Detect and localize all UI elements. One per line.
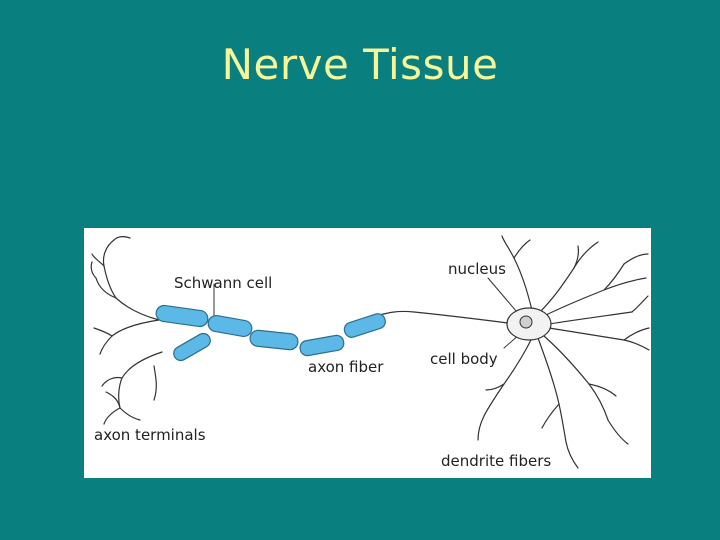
myelin-sheath (155, 304, 386, 362)
axon-fiber-line (375, 310, 517, 325)
axon-terminals-label: axon terminals (94, 426, 206, 444)
dendrite-fibers-label: dendrite fibers (441, 452, 552, 470)
dendrite-branches (477, 235, 650, 469)
axon-fiber-label: axon fiber (308, 358, 384, 376)
cell-body-label: cell body (430, 350, 498, 368)
nucleus-shape (519, 315, 533, 329)
neuron-illustration (90, 235, 650, 469)
schwann-cell-label: Schwann cell (174, 274, 273, 292)
axon-terminals-branches (90, 236, 163, 425)
nucleus-label: nucleus (448, 260, 506, 278)
slide-title: Nerve Tissue (221, 40, 499, 89)
neuron-diagram: Schwann cell nucleus axon fiber cell bod… (84, 228, 651, 478)
